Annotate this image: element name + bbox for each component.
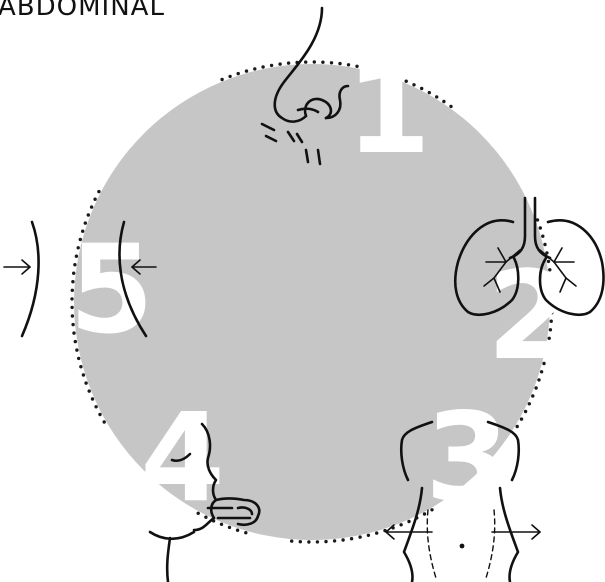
outline-dot bbox=[93, 198, 96, 201]
outline-dot bbox=[307, 540, 310, 543]
outline-dot bbox=[341, 538, 344, 541]
outline-dot bbox=[91, 397, 94, 400]
outline-dot bbox=[333, 539, 336, 542]
outline-dot bbox=[541, 235, 544, 238]
outline-dot bbox=[449, 105, 452, 108]
outline-dot bbox=[375, 531, 378, 534]
outline-dot bbox=[79, 365, 82, 368]
outline-dot bbox=[87, 213, 90, 216]
outline-dot bbox=[82, 373, 85, 376]
outline-dot bbox=[531, 394, 534, 397]
outline-dot bbox=[253, 67, 256, 70]
outline-dot bbox=[367, 534, 370, 537]
outline-dot bbox=[220, 78, 223, 81]
outline-dot bbox=[299, 540, 302, 543]
outline-dot bbox=[261, 65, 264, 68]
outline-dot bbox=[287, 61, 290, 64]
outline-dot bbox=[103, 420, 106, 423]
outline-dot bbox=[358, 535, 361, 538]
outline-dot bbox=[536, 218, 539, 221]
outline-dot bbox=[84, 381, 87, 384]
outline-dot bbox=[350, 537, 353, 540]
outline-dot bbox=[97, 190, 100, 193]
outline-dot bbox=[304, 60, 307, 63]
outline-dot bbox=[324, 540, 327, 543]
step-5-number: 5 bbox=[69, 219, 154, 361]
outline-dot bbox=[399, 523, 402, 526]
outline-dot bbox=[442, 100, 445, 103]
outline-dot bbox=[338, 62, 341, 65]
outline-dot bbox=[90, 205, 93, 208]
outline-dot bbox=[407, 520, 410, 523]
outline-dot bbox=[237, 72, 240, 75]
outline-dot bbox=[520, 417, 523, 420]
outline-dot bbox=[516, 425, 519, 428]
outline-dot bbox=[270, 64, 273, 67]
outline-dot bbox=[278, 62, 281, 65]
outline-dot bbox=[228, 75, 231, 78]
outline-dot bbox=[330, 61, 333, 64]
outline-dot bbox=[313, 60, 316, 63]
outline-dot bbox=[236, 529, 239, 532]
outline-dot bbox=[316, 540, 319, 543]
step-3-number: 3 bbox=[425, 387, 510, 529]
outline-dot bbox=[524, 410, 527, 413]
outline-dot bbox=[244, 531, 247, 534]
outline-dot bbox=[98, 413, 101, 416]
outline-dot bbox=[94, 405, 97, 408]
outline-dot bbox=[245, 69, 248, 72]
outline-dot bbox=[88, 389, 91, 392]
step-1-number: 1 bbox=[346, 39, 431, 181]
step-2-number: 2 bbox=[487, 245, 572, 387]
outline-dot bbox=[539, 226, 542, 229]
outline-dot bbox=[528, 402, 531, 405]
outline-dot bbox=[435, 95, 438, 98]
outline-dot bbox=[321, 61, 324, 64]
outline-dot bbox=[228, 526, 231, 529]
outline-dot bbox=[290, 539, 293, 542]
